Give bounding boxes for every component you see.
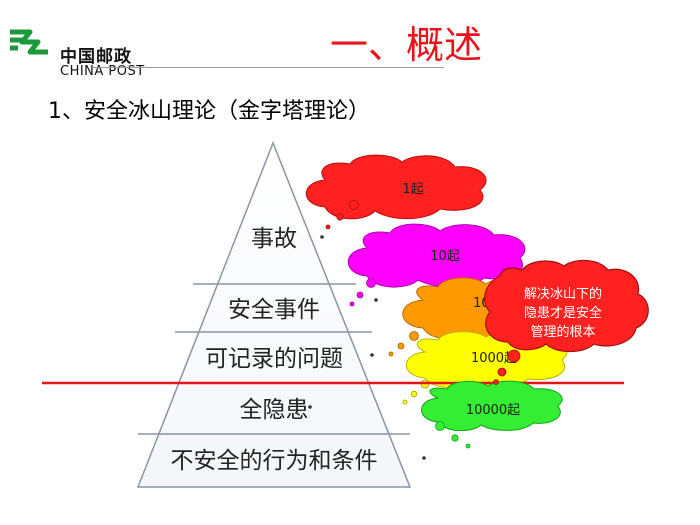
pyramid-level-label: 全隐患	[240, 397, 309, 423]
pyramid-outline	[136, 140, 412, 488]
bubble	[325, 224, 331, 230]
cloud-2-shape	[347, 223, 526, 288]
bubble	[493, 379, 499, 385]
callout-line-2: 隐患才是安全	[524, 305, 602, 321]
slide-subtitle: 1、安全冰山理论（金字塔理论）	[48, 99, 370, 124]
level-dot	[308, 405, 312, 409]
cloud-4-label: 1000起	[471, 351, 517, 366]
callout-cloud-shape	[483, 259, 649, 353]
cloud-5-label: 10000起	[466, 403, 520, 418]
cloud-1-shape	[305, 154, 487, 220]
callout-line-1: 解决冰山下的	[524, 286, 602, 302]
title-underline	[92, 67, 444, 68]
bubble	[366, 278, 376, 288]
callout-cloud: 解决冰山下的 隐患才是安全 管理的根本	[483, 259, 649, 385]
bubble	[349, 200, 359, 210]
bubble	[451, 434, 459, 442]
china-post-emblem-icon	[10, 29, 48, 55]
bubble	[336, 213, 344, 221]
slide-title: 一、概述	[330, 23, 483, 67]
bubble	[497, 367, 507, 377]
pyramid-level-label: 不安全的行为和条件	[171, 448, 378, 474]
bubble	[465, 443, 471, 449]
bubble	[410, 390, 418, 398]
cloud-1-label: 1起	[402, 182, 423, 197]
cloud-2-label: 10起	[430, 249, 460, 264]
pyramid-level-label: 可记录的问题	[205, 346, 343, 372]
bubble	[409, 331, 419, 341]
pyramid-level-label: 安全事件	[228, 297, 320, 323]
level-dot	[422, 456, 426, 460]
level-dot	[374, 298, 378, 302]
bubble	[402, 399, 408, 405]
cloud-5: 10000起	[421, 380, 563, 449]
bubble	[397, 342, 405, 350]
cloud-2: 10起	[347, 223, 526, 307]
callout-line-3: 管理的根本	[530, 324, 595, 340]
logo-text-cn: 中国邮政	[60, 47, 132, 67]
bubble	[388, 351, 394, 357]
bubble	[435, 421, 445, 431]
cloud-1: 1起	[305, 154, 487, 230]
pyramid-level-label: 事故	[251, 226, 297, 252]
bubble	[507, 349, 521, 363]
bubble	[349, 301, 355, 307]
bubble	[356, 291, 364, 299]
level-dot	[320, 235, 324, 239]
level-dot	[370, 353, 374, 357]
